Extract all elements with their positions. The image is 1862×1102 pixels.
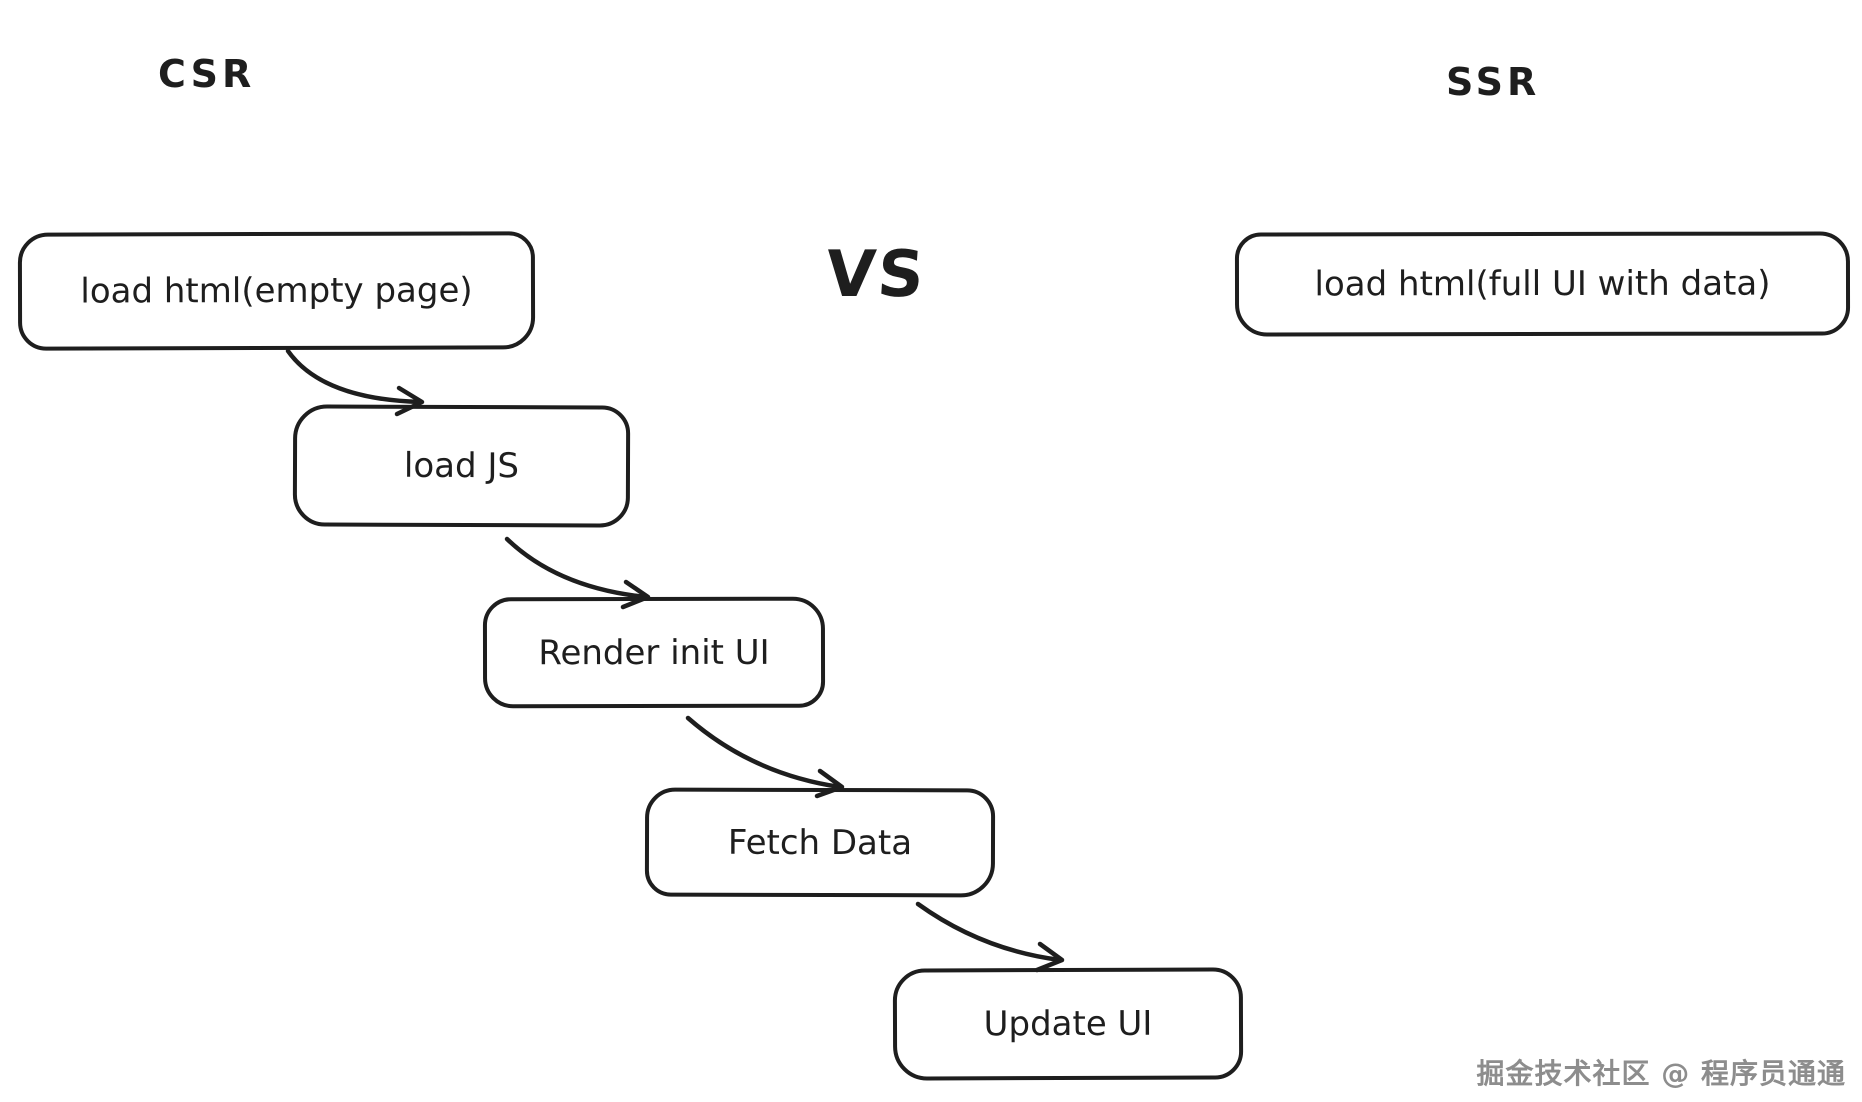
node-render-init-ui: Render init UI — [482, 596, 826, 709]
node-label: Fetch Data — [727, 822, 913, 863]
watermark: 掘金技术社区 @ 程序员通通 — [1476, 1057, 1846, 1090]
versus-label: VS — [823, 238, 929, 312]
arrow-fetch-data-to-update-ui — [915, 901, 1065, 973]
csr-heading: CSR — [158, 52, 256, 96]
node-update-ui: Update UI — [892, 967, 1244, 1081]
arrow-render-init-ui-to-fetch-data — [685, 715, 845, 799]
node-load-js: load JS — [292, 404, 631, 528]
ssr-heading: SSR — [1446, 60, 1541, 104]
node-label: load html(full UI with data) — [1314, 263, 1771, 305]
node-fetch-data: Fetch Data — [644, 787, 996, 898]
node-label: Render init UI — [538, 632, 770, 673]
node-label: load html(empty page) — [80, 270, 473, 312]
node-load-html-full-ui: load html(full UI with data) — [1234, 231, 1851, 337]
node-label: Update UI — [983, 1003, 1153, 1045]
node-load-html-empty-page: load html(empty page) — [17, 231, 536, 351]
node-label: load JS — [403, 445, 520, 487]
